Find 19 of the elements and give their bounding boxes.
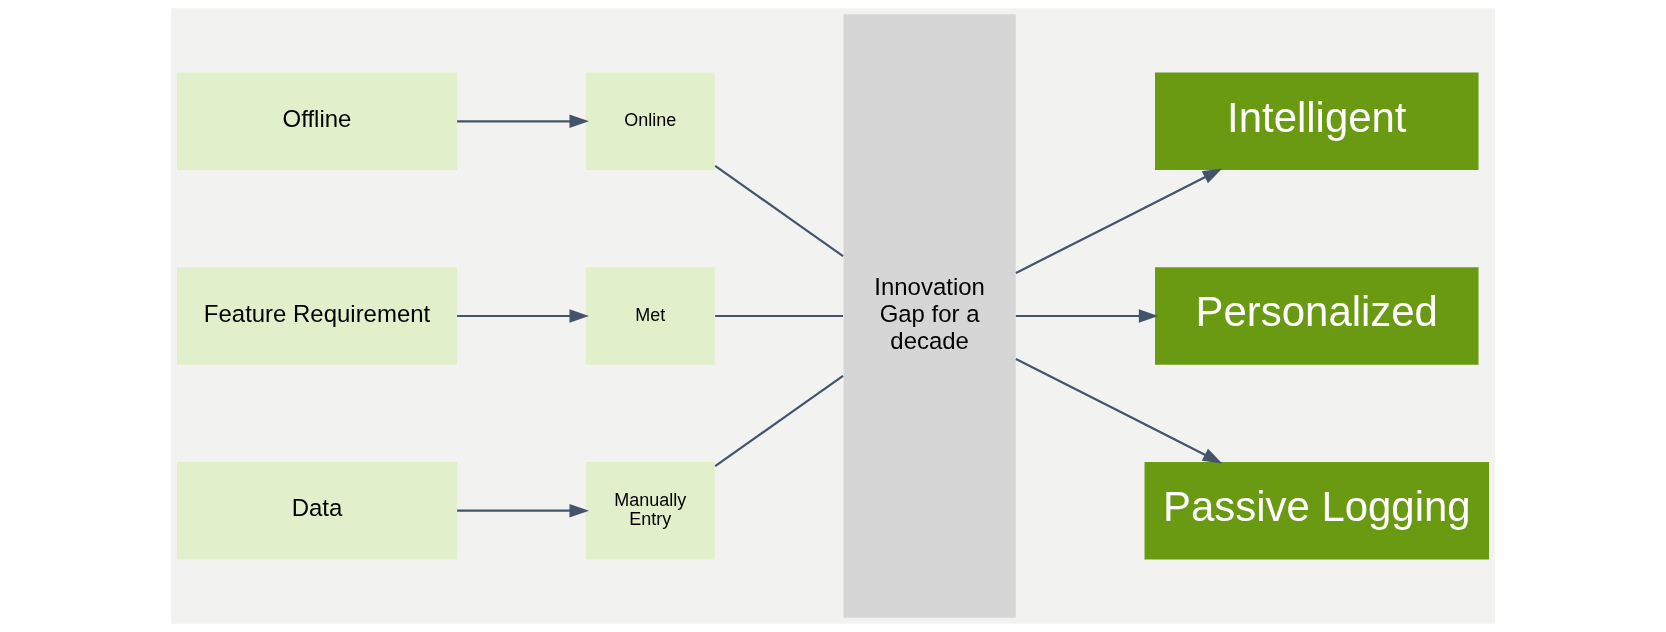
node-box: Feature Requirement: [177, 267, 458, 365]
connector: [714, 165, 844, 257]
node-box: Passive Logging: [1144, 462, 1489, 560]
arrow: [457, 114, 589, 129]
node-box: Manually Entry: [585, 462, 715, 560]
node-box: Intelligent: [1155, 72, 1479, 170]
node-box: Innovation Gap for a decade: [843, 14, 1016, 618]
arrow: [1015, 357, 1223, 464]
arrow: [457, 309, 589, 323]
arrow: [457, 503, 589, 518]
node-box: Online: [585, 72, 715, 170]
node-box: Offline: [177, 72, 458, 170]
connector: [714, 375, 844, 467]
node-box: Personalized: [1155, 267, 1479, 365]
arrow: [1015, 309, 1159, 323]
connector: [715, 314, 843, 318]
node-box: Met: [585, 267, 715, 365]
arrow: [1015, 168, 1223, 275]
node-box: Data: [177, 462, 458, 560]
